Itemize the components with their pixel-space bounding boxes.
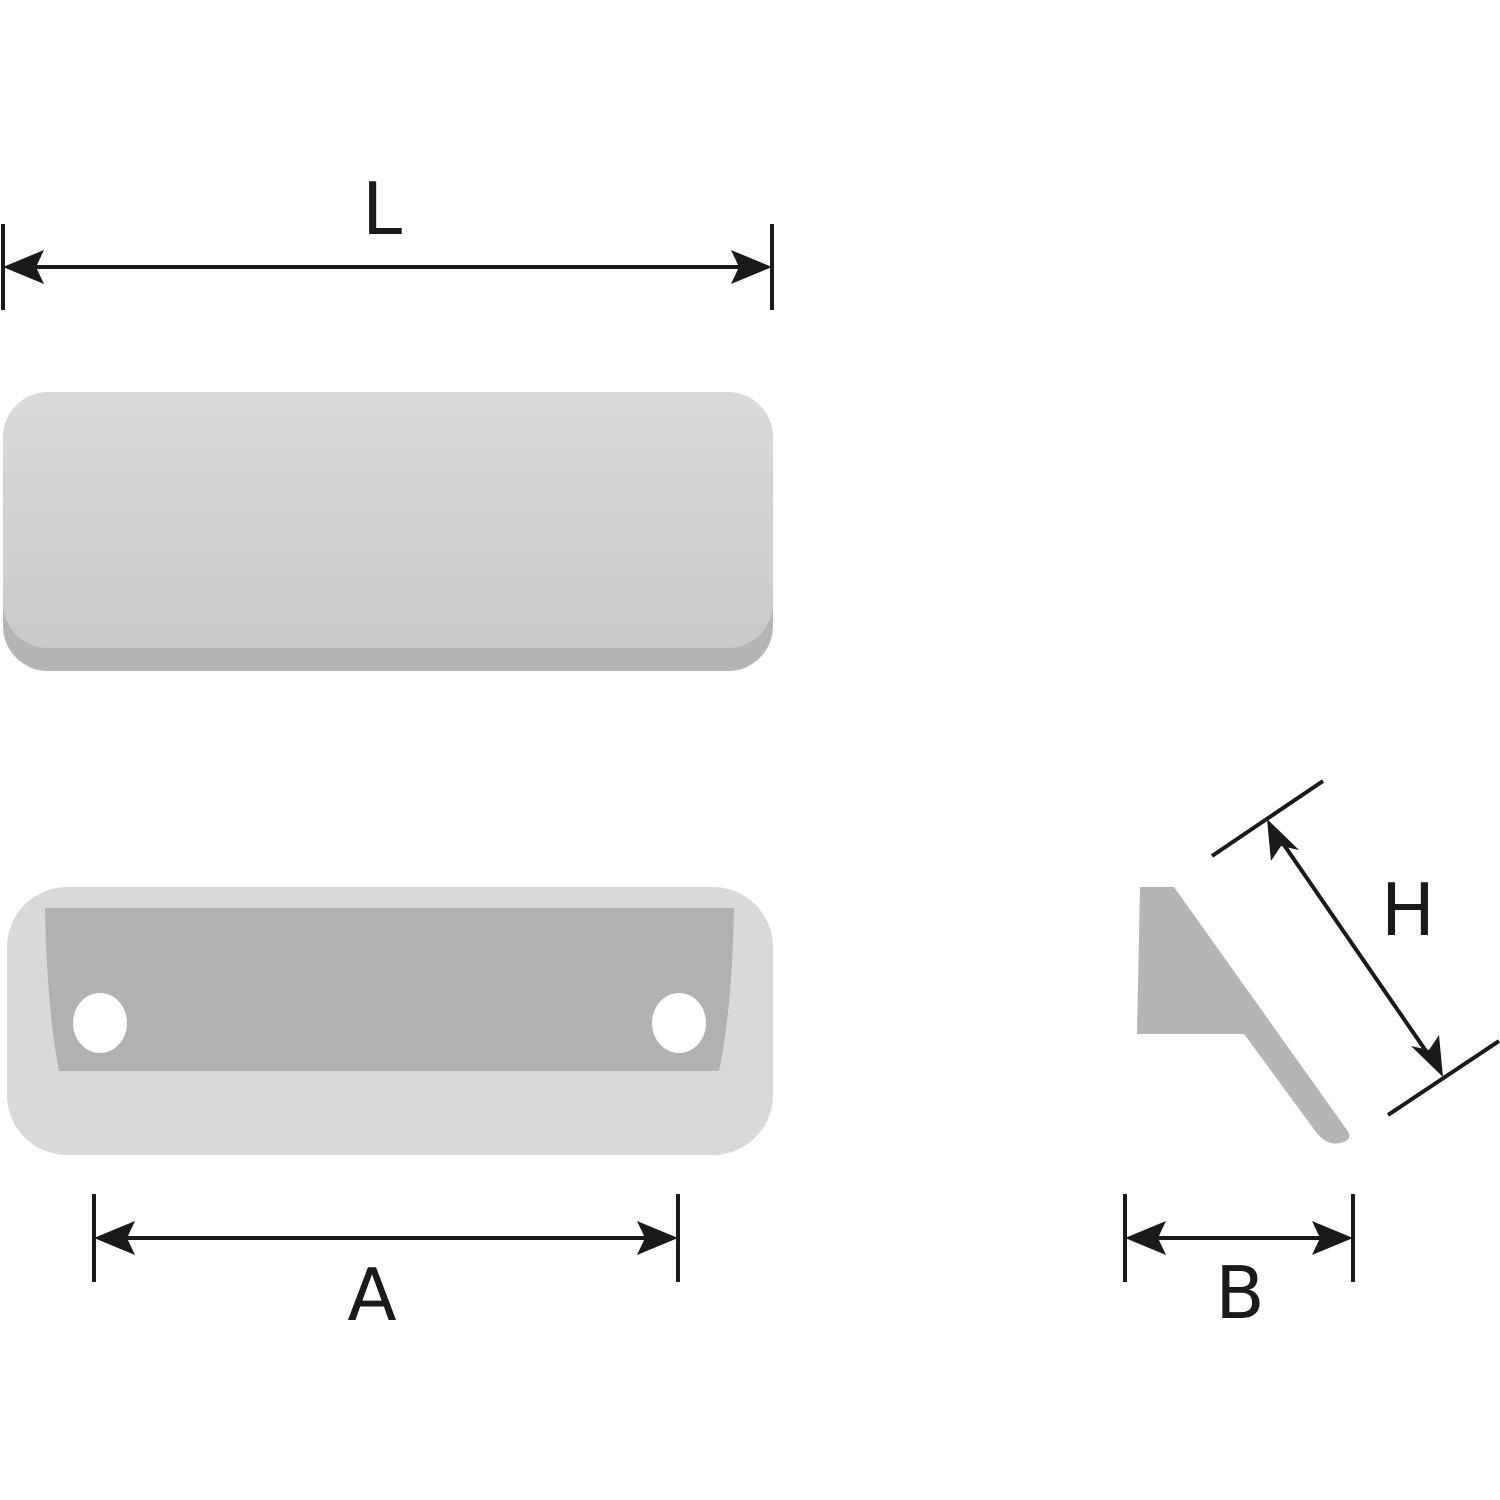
length-label: L — [362, 167, 402, 251]
dimension-hole-spacing: A — [92, 1194, 680, 1337]
height-dimension-line — [1280, 840, 1430, 1056]
height-arrow-top — [1267, 819, 1299, 861]
mounting-hole-right — [652, 993, 706, 1053]
handle-front-face — [3, 392, 773, 648]
base-depth-arrow-left — [1125, 1221, 1166, 1255]
dimension-height: H — [1210, 779, 1500, 1117]
dimension-length: L — [1, 167, 774, 310]
back-plate-recess — [45, 908, 734, 1071]
hole-spacing-arrow-left — [94, 1221, 135, 1255]
base-depth-label: B — [1215, 1251, 1264, 1335]
dimension-base-depth: B — [1123, 1194, 1355, 1335]
base-depth-arrow-right — [1312, 1221, 1353, 1255]
profile-shape — [1137, 887, 1350, 1144]
height-extension-top — [1210, 779, 1325, 858]
mounting-hole-left — [73, 993, 127, 1053]
height-arrow-bottom — [1411, 1035, 1443, 1077]
handle-side-profile — [1137, 887, 1350, 1144]
length-arrow-left — [3, 250, 44, 284]
height-extension-bottom — [1386, 1039, 1500, 1117]
hole-spacing-label: A — [347, 1253, 396, 1337]
handle-front-view — [3, 392, 773, 671]
length-arrow-right — [731, 250, 772, 284]
height-label: H — [1381, 868, 1435, 952]
handle-back-view — [7, 887, 773, 1155]
hole-spacing-arrow-right — [637, 1221, 678, 1255]
